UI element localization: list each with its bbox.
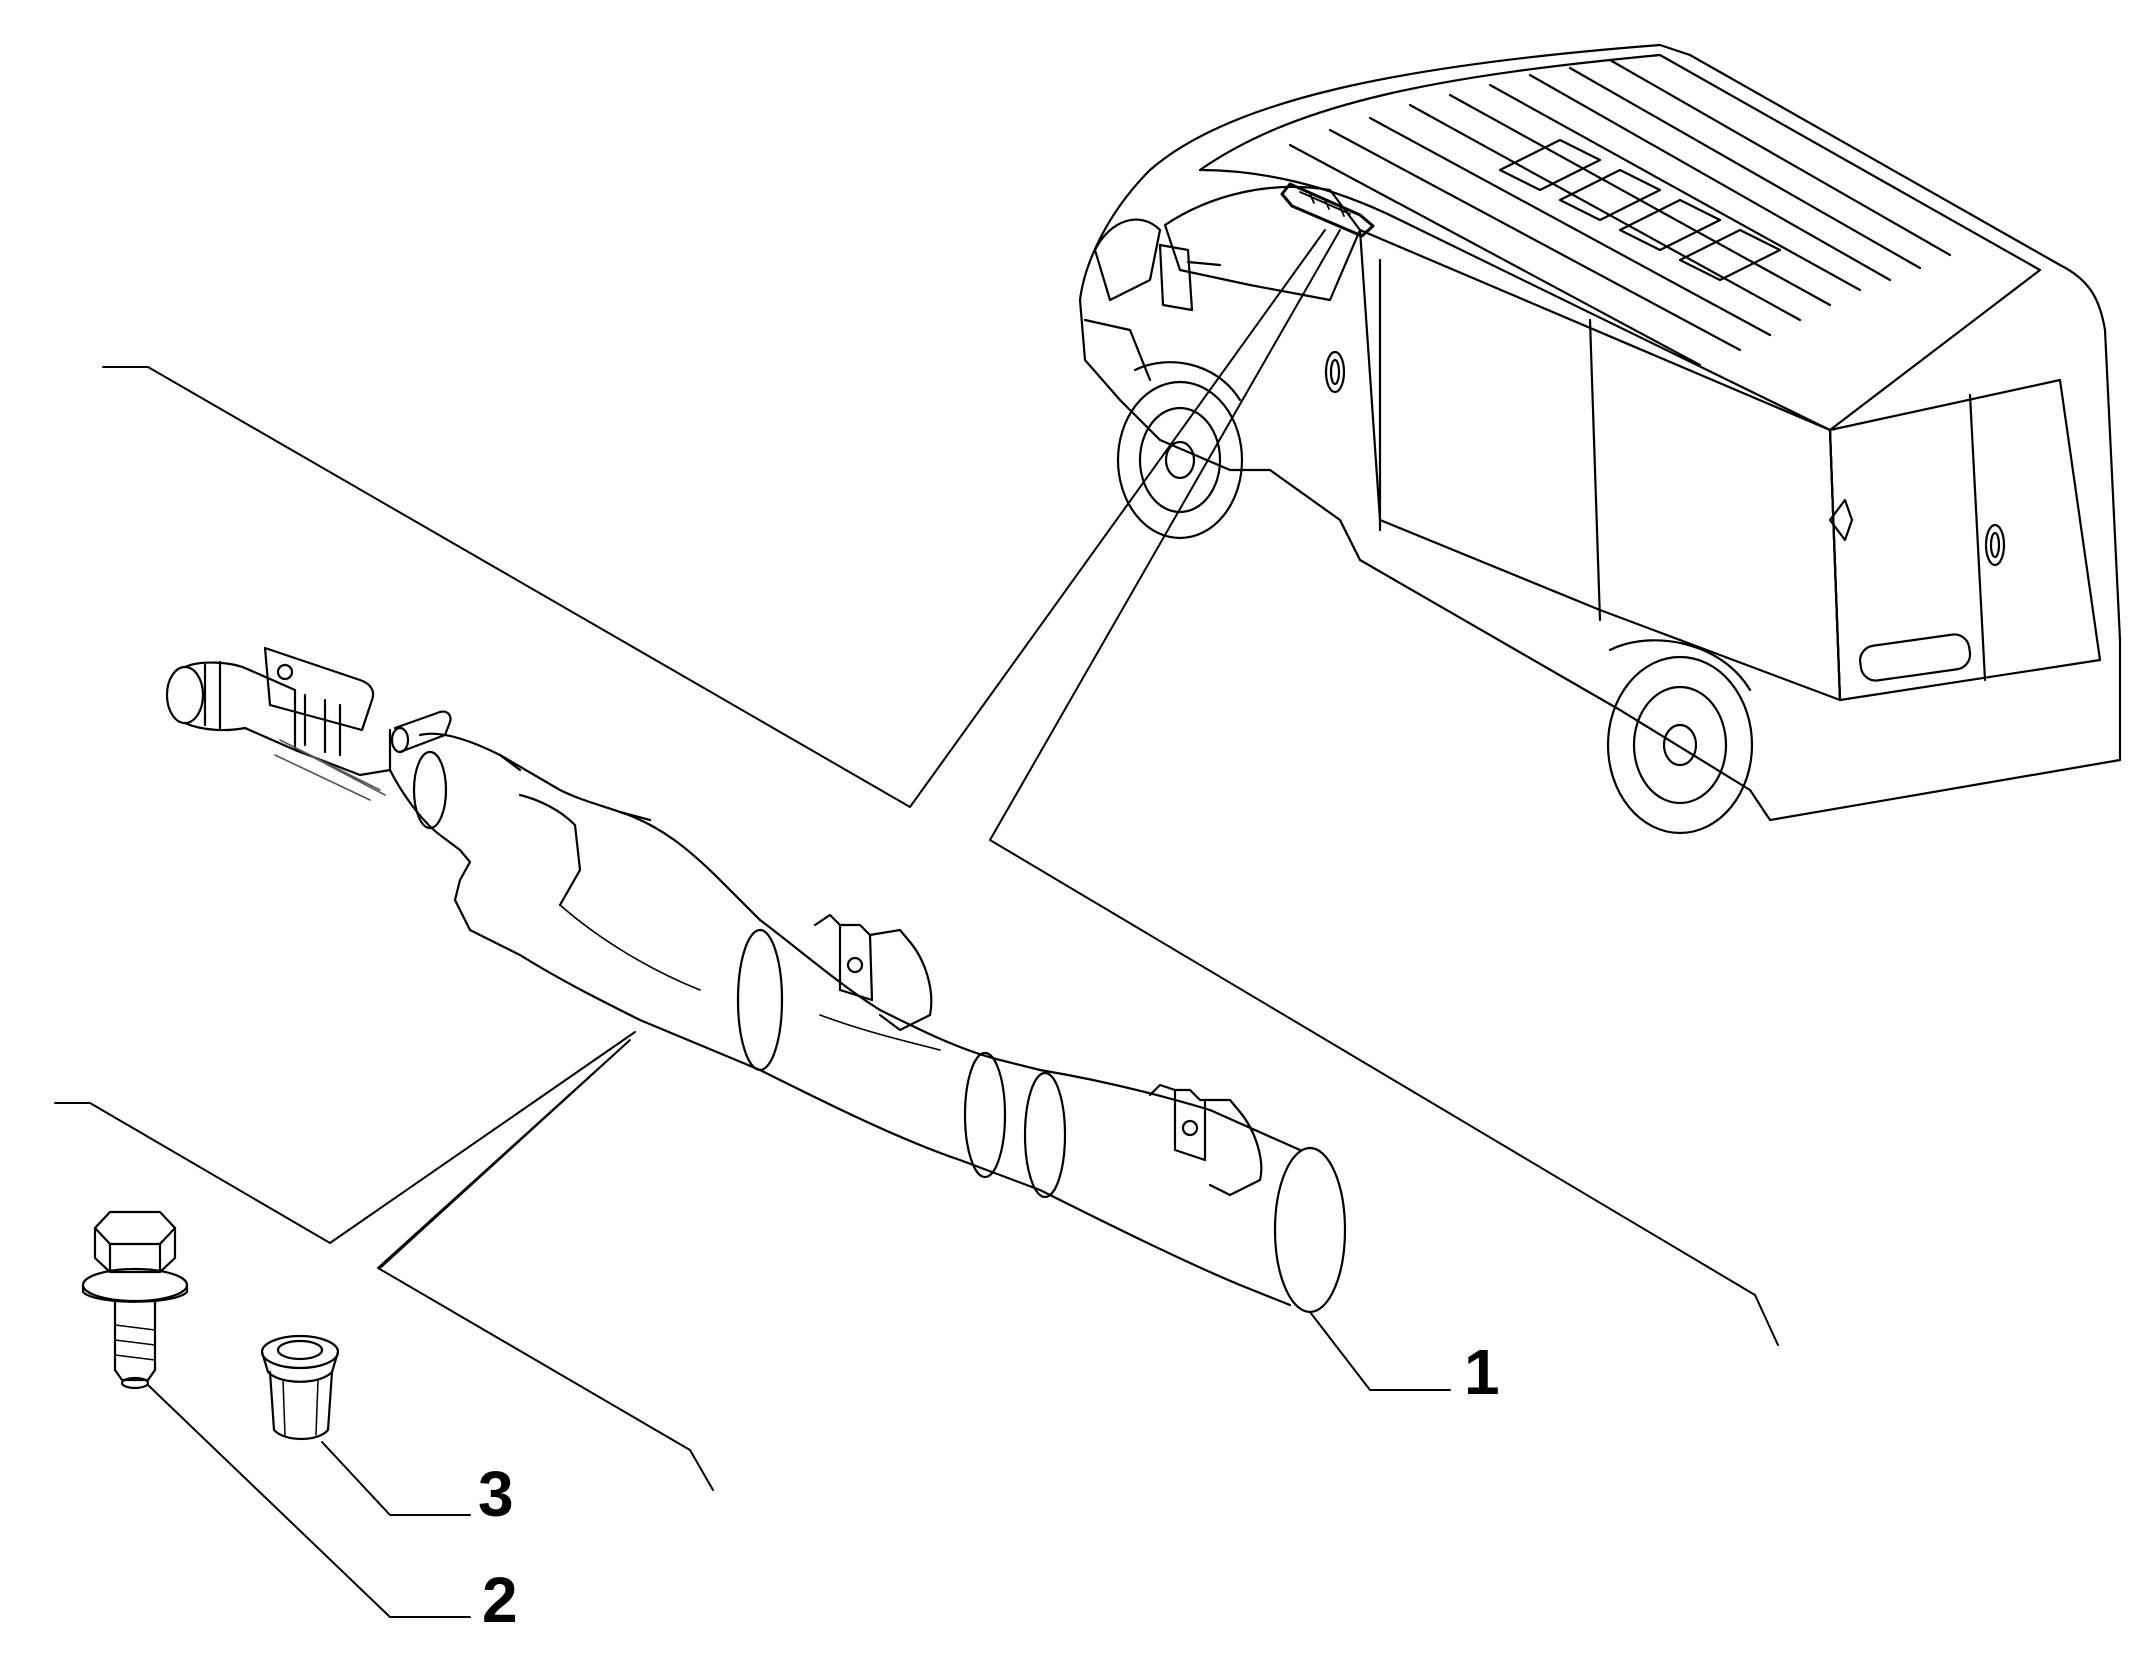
bolt-part-2 (83, 1212, 187, 1388)
callout-label-part-3: 3 (478, 1458, 514, 1530)
nut-insert-part-3 (262, 1336, 338, 1439)
leader-lines (55, 230, 1778, 1617)
airbag-assembly-part-1 (167, 648, 1345, 1312)
van-illustration (1080, 45, 2120, 833)
callout-label-part-1: 1 (1464, 1336, 1500, 1408)
callout-label-part-2: 2 (482, 1564, 518, 1636)
